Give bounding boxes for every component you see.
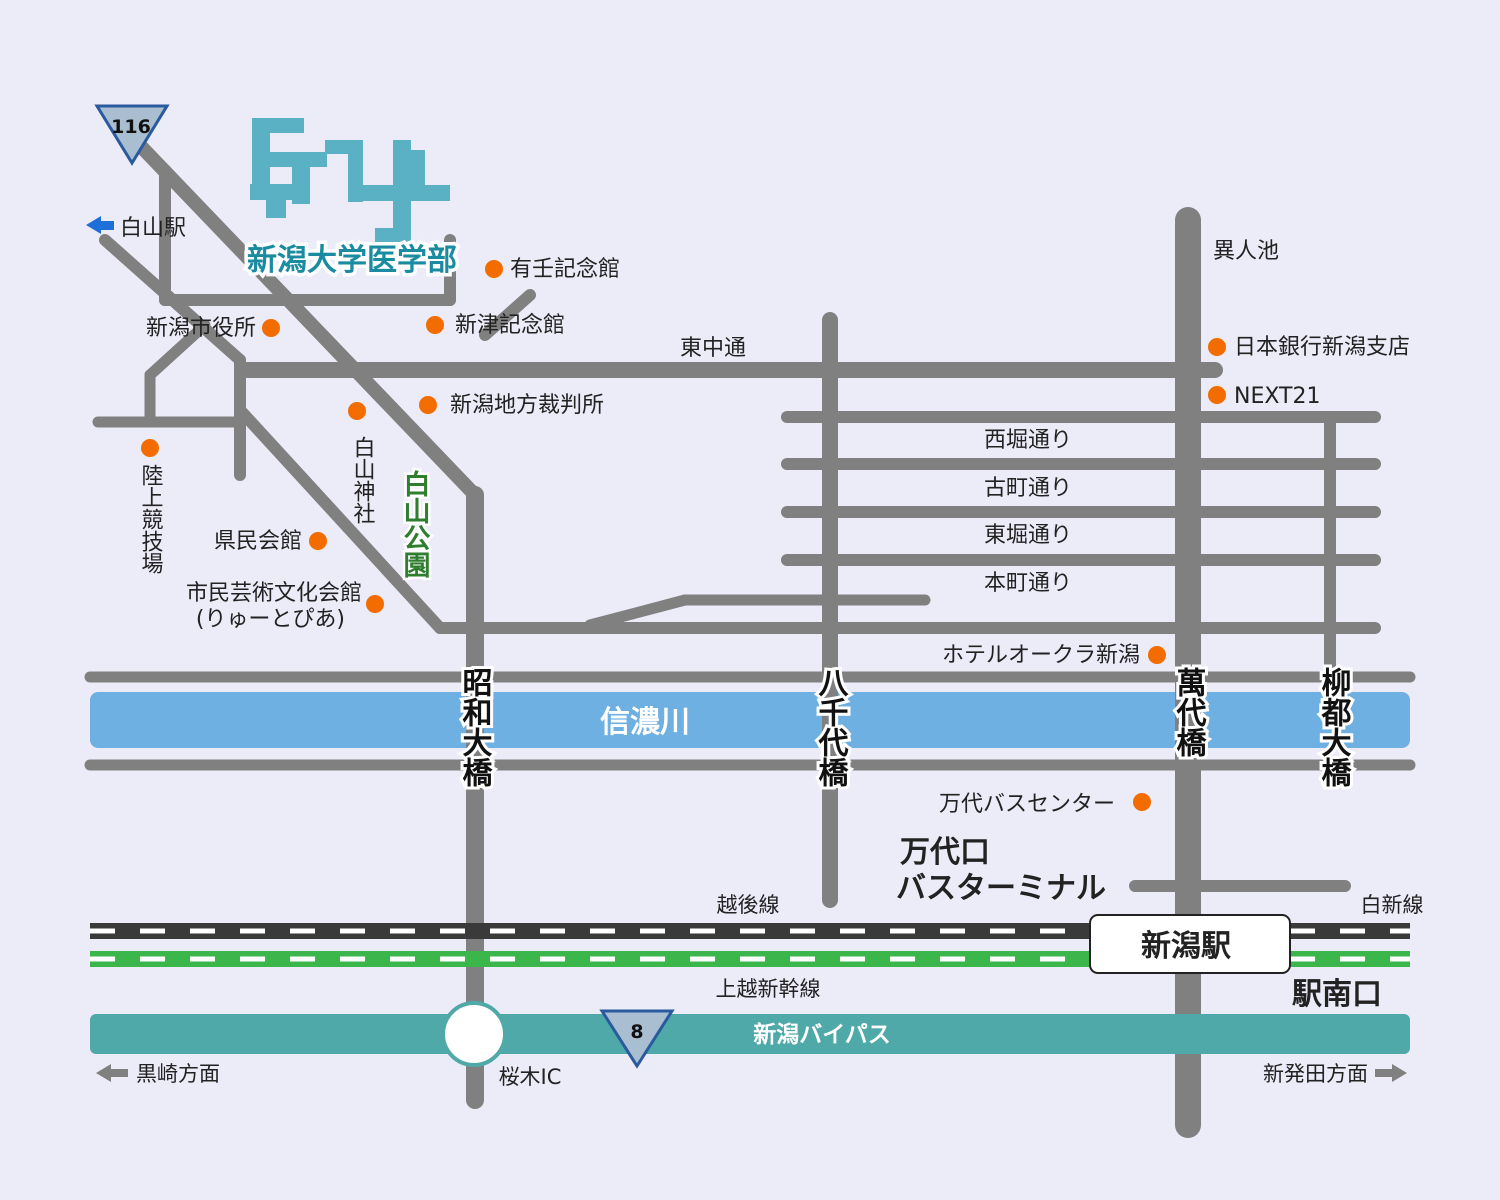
- sakuragi-ic-marker: [441, 1001, 507, 1067]
- poi-boj: 日本銀行新潟支店: [1234, 335, 1410, 360]
- poi-city-hall: 新潟市役所: [146, 316, 256, 341]
- ic-label: 桜木IC: [499, 1065, 562, 1089]
- poi-shrine: 白山神社: [350, 436, 376, 524]
- poi-next21: NEXT21: [1234, 384, 1320, 409]
- poi-prefecture-hall: 県民会館: [214, 529, 302, 554]
- poi-arts-center-sub: (りゅーとぴあ): [196, 607, 345, 632]
- poi-bus-center: 万代バスセンター: [939, 792, 1115, 817]
- niigata-station-label: 新潟駅: [1141, 929, 1231, 964]
- south-exit-label: 駅南口: [1292, 977, 1382, 1012]
- rail-hakushin-label: 白新線: [1361, 893, 1424, 917]
- poi-stadium: 陸上競技場: [138, 464, 164, 574]
- street-furumachi: 古町通り: [984, 476, 1072, 501]
- shinano-river: [90, 692, 1410, 748]
- route-8-shield-icon: 8: [599, 1009, 675, 1069]
- poi-shintsu: 新津記念館: [455, 313, 565, 338]
- place-ijinike: 異人池: [1213, 239, 1279, 264]
- route-116-shield-icon: 116: [94, 104, 170, 166]
- direction-kurosaki: 黒崎方面: [136, 1062, 220, 1086]
- poi-court: 新潟地方裁判所: [450, 393, 604, 418]
- niigata-station-box: [1089, 914, 1291, 974]
- street-higashibori: 東堀通り: [984, 523, 1072, 548]
- svg-text:116: 116: [111, 116, 151, 138]
- rail-echigo-label: 越後線: [717, 893, 780, 917]
- street-higashinaka: 東中通: [680, 336, 746, 361]
- poi-markers: [141, 260, 1226, 811]
- bridge-showa: 昭和大橋: [457, 667, 493, 787]
- poi-arts-center: 市民芸術文化会館: [186, 581, 362, 606]
- hakusan-station-label: 白山駅: [120, 216, 186, 241]
- direction-shibata: 新発田方面: [1263, 1062, 1368, 1086]
- bridge-ryuto: 柳都大橋: [1316, 667, 1353, 787]
- university-label: 新潟大学医学部: [247, 243, 457, 278]
- university-building-icon: [250, 118, 450, 242]
- poi-yujin: 有壬記念館: [510, 257, 620, 282]
- shibata-direction-arrow-icon: [1375, 1064, 1407, 1082]
- park-label: 白山公園: [399, 469, 431, 578]
- svg-text:8: 8: [630, 1021, 643, 1043]
- rail-joetsu-label: 上越新幹線: [716, 977, 821, 1001]
- street-nishibori: 西堀通り: [984, 428, 1072, 453]
- bypass-label: 新潟バイパス: [753, 1021, 891, 1048]
- roads: [92, 128, 1381, 1138]
- hakusan-direction-arrow-icon: [86, 216, 114, 234]
- river-label: 信濃川: [600, 705, 690, 740]
- bus-terminal-line1: 万代口: [900, 835, 990, 870]
- street-honcho: 本町通り: [984, 571, 1072, 596]
- bridge-yachiyo: 八千代橋: [813, 667, 850, 787]
- kurosaki-direction-arrow-icon: [96, 1064, 128, 1082]
- bridge-bandai: 萬代橋: [1171, 667, 1208, 757]
- poi-okura: ホテルオークラ新潟: [942, 643, 1140, 668]
- niigata-bypass: [90, 1014, 1410, 1054]
- bus-terminal-line2: バスターミナル: [896, 871, 1106, 906]
